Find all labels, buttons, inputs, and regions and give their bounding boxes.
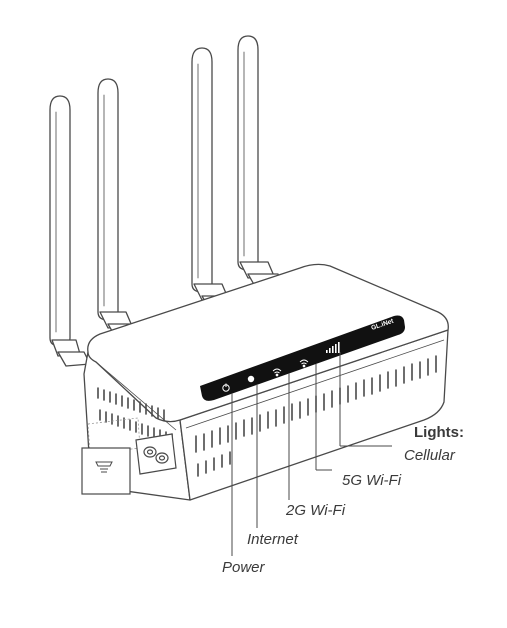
router-top-face — [87, 263, 449, 423]
cellular-led-icon — [326, 342, 340, 353]
wifi-2g-label: 2G Wi-Fi — [286, 502, 346, 519]
wifi-2g-led-icon — [272, 368, 282, 377]
power-label: Power — [222, 559, 265, 576]
power-led-icon — [222, 383, 230, 392]
lights-title: Lights: — [414, 424, 464, 441]
antenna-3 — [191, 47, 239, 311]
leader-lines — [231, 352, 392, 556]
antenna-1 — [49, 95, 91, 367]
internet-led-icon — [247, 375, 255, 383]
antenna-2 — [97, 78, 143, 339]
internet-label: Internet — [247, 531, 298, 548]
port-cover — [81, 447, 131, 495]
wifi-5g-led-icon — [299, 359, 309, 368]
side-ports — [81, 417, 177, 495]
cellular-label: Cellular — [404, 447, 455, 464]
router-front-face — [179, 329, 449, 501]
antenna-4 — [237, 35, 285, 289]
wifi-5g-label: 5G Wi-Fi — [342, 472, 402, 489]
